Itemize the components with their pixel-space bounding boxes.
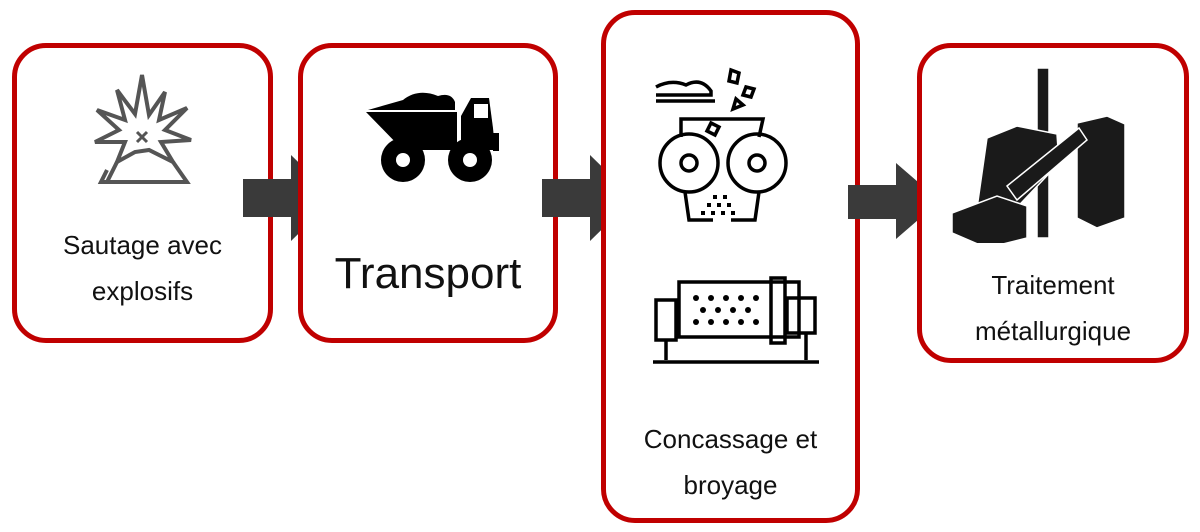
- smelter-plant-icon: [951, 68, 1126, 243]
- ball-mill-icon: [653, 276, 819, 364]
- step-label-line2: broyage: [683, 469, 778, 500]
- step-label-line1: Sautage avec: [62, 230, 222, 260]
- explosion-icon: [94, 74, 192, 184]
- step-label-line1: Traitement: [991, 270, 1115, 300]
- step-crushing-grinding: Concassage et broyage: [601, 10, 860, 523]
- roll-crusher-icon: [655, 67, 788, 222]
- step-transport: Transport: [298, 43, 558, 343]
- step-label-line1: Concassage et: [643, 424, 818, 454]
- step-label-line2: métallurgique: [974, 315, 1132, 346]
- step-label-line2: explosifs: [91, 275, 194, 306]
- step-metallurgical-treatment: Traitement métallurgique: [917, 43, 1189, 363]
- dump-truck-icon: [366, 92, 499, 182]
- step-blasting: Sautage avec explosifs: [12, 43, 273, 343]
- step-label: Transport: [334, 249, 522, 298]
